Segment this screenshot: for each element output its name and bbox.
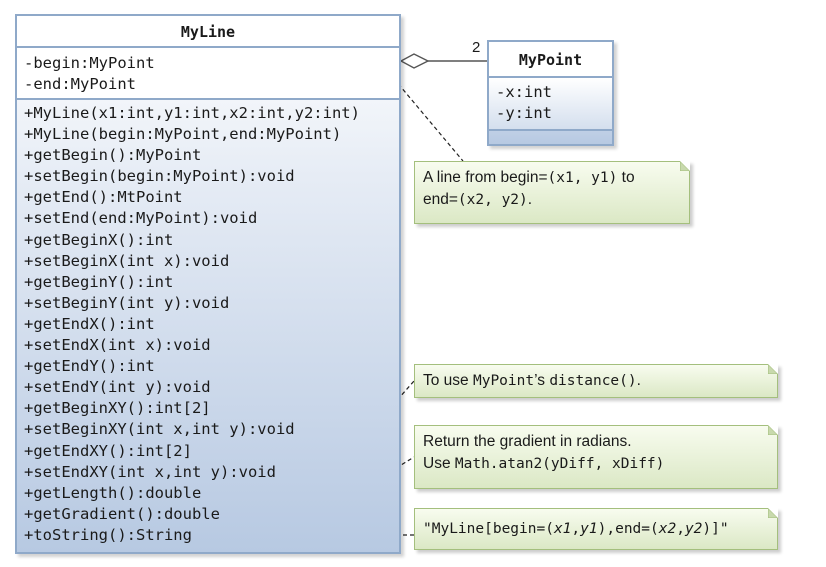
method-set-end: +setEnd(end:MyPoint):void bbox=[24, 209, 258, 228]
note-get-length[interactable]: To use MyPoint’s distance(). bbox=[414, 364, 778, 398]
mypoint-methods-empty bbox=[489, 131, 612, 146]
note-get-gradient[interactable]: Return the gradient in radians. Use Math… bbox=[414, 425, 778, 489]
note1-code-begin: (x1, y1) bbox=[547, 170, 618, 186]
method-get-gradient: +getGradient():double bbox=[24, 504, 220, 523]
note4-code-p3: )]" bbox=[702, 521, 729, 537]
note1-text-d: end= bbox=[423, 191, 458, 208]
note1-text-c: to bbox=[617, 169, 635, 186]
method-get-end-x: +getEndX():int bbox=[24, 314, 155, 333]
mypoint-class-box[interactable]: MyPoint -x:int -y:int bbox=[487, 40, 614, 146]
note1-text-a: A line from begin= bbox=[423, 169, 548, 186]
method-set-begin-y: +setBeginY(int y):void bbox=[24, 293, 230, 312]
myline-methods: +MyLine(x1:int,y1:int,x2:int,y2:int) +My… bbox=[17, 100, 399, 546]
method-get-begin-x: +getBeginX():int bbox=[24, 230, 174, 249]
note4-code-p1: "MyLine[begin=( bbox=[423, 521, 554, 537]
method-to-string: +toString():String bbox=[24, 525, 192, 544]
method-get-length: +getLength():double bbox=[24, 483, 202, 502]
method-set-begin: +setBegin(begin:MyPoint):void bbox=[24, 167, 295, 186]
note1-code-end: (x2, y2) bbox=[457, 192, 528, 208]
method-get-begin-xy: +getBeginXY():int[2] bbox=[24, 399, 211, 418]
note4-code-x2: x2 bbox=[658, 521, 677, 537]
myline-attr-begin: -begin:MyPoint bbox=[24, 54, 155, 72]
method-get-end-y: +getEndY():int bbox=[24, 357, 155, 376]
note-fold-corner bbox=[768, 425, 778, 435]
note-begin-end[interactable]: A line from begin=(x1, y1) to end=(x2, y… bbox=[414, 161, 690, 224]
note4-code-y2: y2 bbox=[684, 521, 703, 537]
method-get-begin-y: +getBeginY():int bbox=[24, 272, 174, 291]
method-set-begin-x: +setBeginX(int x):void bbox=[24, 251, 230, 270]
method-set-end-x: +setEndX(int x):void bbox=[24, 336, 211, 355]
note-fold-corner bbox=[680, 161, 690, 171]
note-to-string[interactable]: "MyLine[begin=(x1,y1),end=(x2,y2)]" bbox=[414, 508, 778, 550]
note3-text-use: Use bbox=[423, 455, 455, 472]
method-set-begin-xy: +setBeginXY(int x,int y):void bbox=[24, 420, 295, 439]
method-set-end-y: +setEndY(int y):void bbox=[24, 378, 211, 397]
note2-code-mypoint: MyPoint bbox=[472, 373, 535, 389]
note1-text-e: . bbox=[527, 191, 533, 208]
myline-class-name: MyLine bbox=[17, 16, 399, 48]
mypoint-attributes: -x:int -y:int bbox=[489, 78, 612, 131]
note2-text-c: ’s bbox=[534, 372, 550, 389]
myline-attr-end: -end:MyPoint bbox=[24, 75, 136, 94]
note-fold-corner bbox=[768, 364, 778, 374]
note4-code-c1: , bbox=[571, 521, 581, 537]
method-get-end: +getEnd():MtPoint bbox=[24, 188, 183, 207]
method-set-end-xy: +setEndXY(int x,int y):void bbox=[24, 462, 276, 481]
method-get-begin: +getBegin():MyPoint bbox=[24, 146, 202, 165]
note3-code-atan2: Math.atan2(yDiff, xDiff) bbox=[454, 456, 665, 472]
note4-code-c2: , bbox=[676, 521, 685, 537]
note-fold-corner bbox=[768, 508, 778, 518]
note4-code-x1: x1 bbox=[553, 521, 572, 537]
aggregation-diamond bbox=[399, 53, 430, 69]
mypoint-attr-x: -x:int bbox=[496, 83, 552, 101]
note2-code-distance: distance() bbox=[549, 373, 637, 389]
note2-text-e: . bbox=[636, 372, 641, 389]
mypoint-class-name: MyPoint bbox=[489, 42, 612, 78]
method-constructor-points: +MyLine(begin:MyPoint,end:MyPoint) bbox=[24, 125, 342, 144]
note3-line1: Return the gradient in radians. bbox=[423, 433, 632, 450]
mypoint-attr-y: -y:int bbox=[496, 104, 552, 123]
method-get-end-xy: +getEndXY():int[2] bbox=[24, 441, 192, 460]
note4-code-y1: y1 bbox=[580, 521, 598, 537]
note4-code-p2: ),end=( bbox=[597, 521, 659, 537]
note2-text-a: To use bbox=[423, 372, 473, 389]
myline-attributes: -begin:MyPoint -end:MyPoint bbox=[17, 48, 399, 100]
association-multiplicity: 2 bbox=[472, 39, 481, 56]
myline-class-box[interactable]: MyLine -begin:MyPoint -end:MyPoint +MyLi… bbox=[15, 14, 401, 554]
method-constructor-ints: +MyLine(x1:int,y1:int,x2:int,y2:int) bbox=[24, 104, 360, 122]
